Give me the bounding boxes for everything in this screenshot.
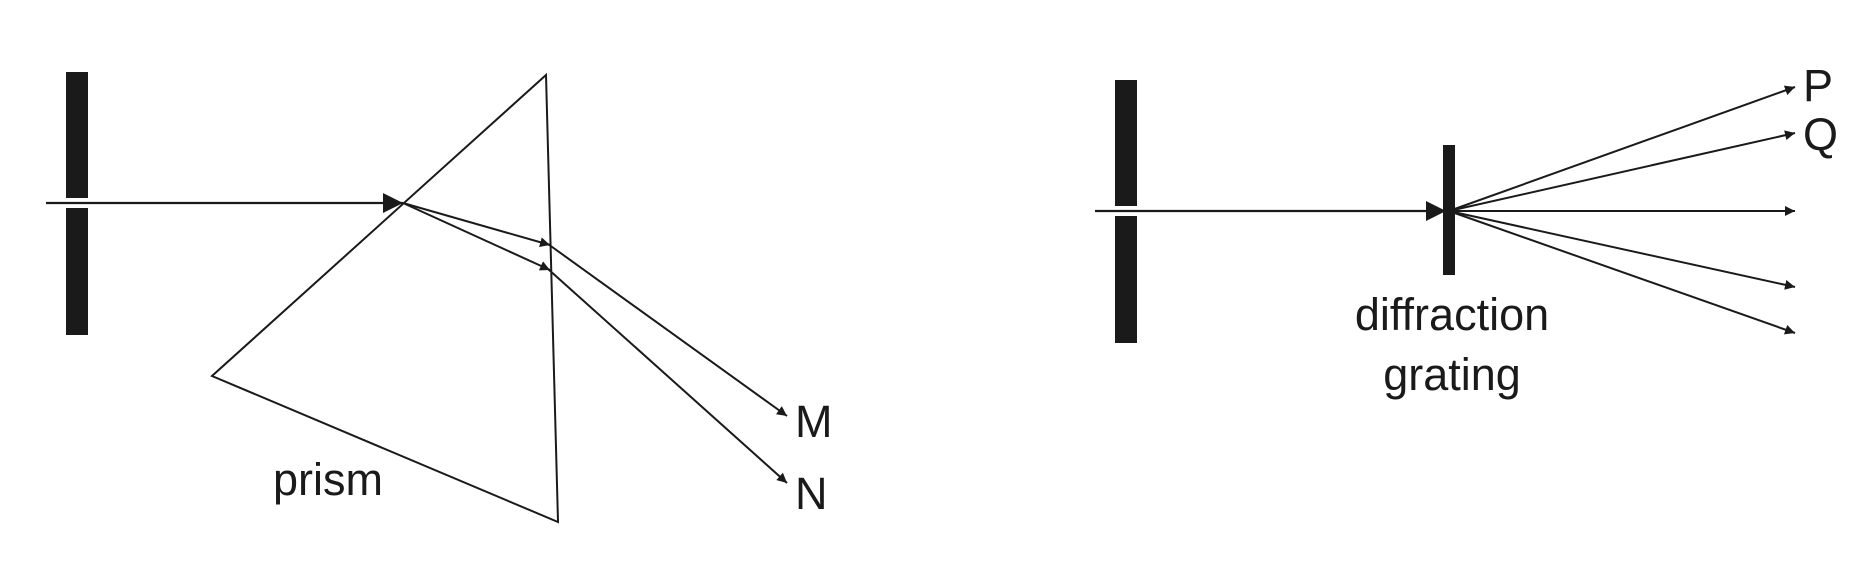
diffracted-ray-lower-1 — [1448, 210, 1796, 290]
emergent-ray-m — [547, 243, 788, 417]
ray-label-q: Q — [1803, 109, 1838, 160]
prism — [210, 72, 560, 524]
grating-label-line2: grating — [1383, 349, 1521, 400]
emergent-ray-n — [547, 268, 788, 484]
diffracted-ray-q — [1448, 130, 1796, 212]
refracted-ray-upper — [402, 202, 551, 248]
grating-label-line1: diffraction — [1355, 289, 1549, 340]
diffracted-ray-lower-2 — [1448, 210, 1796, 335]
ray-label-m: M — [795, 396, 833, 447]
ray-label-p: P — [1803, 60, 1833, 111]
grating-diagram: diffraction grating P Q — [1095, 60, 1838, 400]
incident-ray-grating-arrowhead — [1426, 201, 1446, 221]
ray-label-n: N — [795, 468, 828, 519]
diffracted-ray-p — [1448, 85, 1796, 212]
incident-ray-arrowhead — [383, 193, 403, 213]
refracted-ray-lower — [402, 202, 551, 271]
prism-label: prism — [273, 454, 383, 505]
prism-diagram: prism M N — [46, 72, 833, 524]
